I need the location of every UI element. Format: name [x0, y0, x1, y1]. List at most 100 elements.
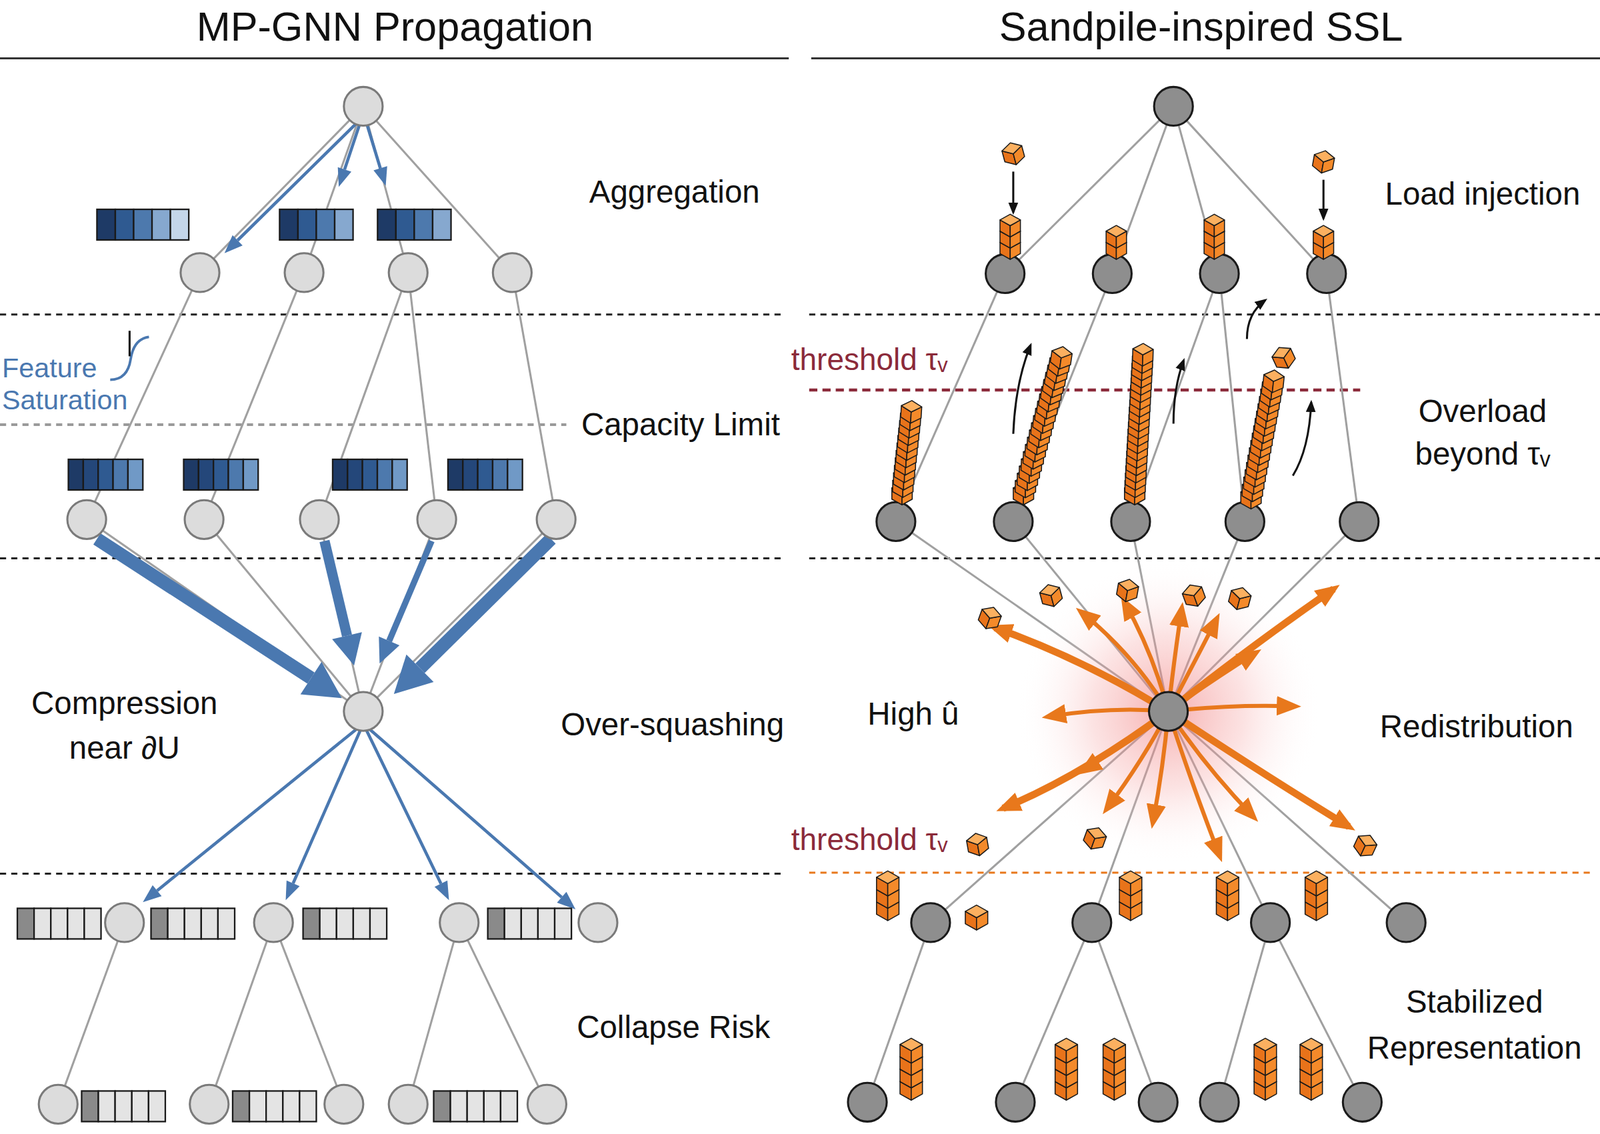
graph-vertex — [300, 500, 339, 539]
graph-vertex — [324, 1084, 364, 1124]
feature-cell — [500, 1090, 518, 1122]
load-cube — [1115, 577, 1140, 604]
feature-cell — [168, 908, 185, 939]
graph-vertex — [1111, 502, 1150, 541]
feature-cell — [298, 209, 317, 240]
graph-vertex — [911, 903, 950, 942]
annotation: Compression near ∂U — [17, 681, 232, 770]
graph-vertex — [1342, 1082, 1382, 1122]
graph-vertex — [848, 1082, 887, 1122]
graph-vertex — [996, 1082, 1035, 1122]
stage-label: Capacity Limit — [581, 405, 780, 444]
cube-face — [1216, 870, 1239, 884]
feature-cell — [353, 908, 370, 939]
graph-vertex — [492, 253, 532, 292]
graph-vertex — [1307, 254, 1346, 293]
graph-edge — [408, 272, 437, 520]
load-cube — [1119, 870, 1142, 896]
stage-label: Overload beyond τᵥ — [1390, 390, 1575, 476]
graph-vertex — [1138, 1082, 1178, 1122]
feature-cell — [96, 209, 116, 240]
graph-edge — [209, 922, 274, 1104]
capacity-line — [0, 423, 566, 426]
graph-vertex — [986, 254, 1025, 293]
flow-arrow-shaft — [420, 538, 551, 668]
load-cube — [1254, 1038, 1277, 1063]
graph-edge — [1092, 922, 1158, 1102]
flow-arrow-head — [556, 892, 576, 910]
flow-arrow-head — [142, 885, 162, 903]
flow-arrows — [96, 122, 1349, 910]
graph-edge — [363, 106, 512, 272]
load-cube — [1049, 345, 1073, 371]
load-cube — [1300, 1038, 1323, 1063]
graph-vertex — [1148, 692, 1188, 731]
motion-arrow — [1013, 345, 1031, 434]
stage-divider — [0, 872, 784, 875]
load-cube — [1216, 870, 1239, 896]
cube-face — [980, 604, 1004, 622]
energy-glow — [1015, 558, 1322, 864]
graph-vertex — [1340, 502, 1379, 541]
graph-vertex — [1386, 903, 1426, 942]
graph-vertex — [876, 502, 916, 541]
cube-face — [1038, 582, 1061, 598]
feature-cell — [478, 459, 493, 490]
graph-vertex — [1200, 254, 1239, 293]
feature-cell — [467, 1090, 484, 1122]
cube-face — [1085, 824, 1109, 842]
feature-cell — [232, 1090, 250, 1122]
redistribution-arrow — [1168, 711, 1220, 856]
flow-arrow-head — [373, 166, 387, 186]
motion-arrow — [1012, 171, 1014, 212]
cube-face — [965, 831, 988, 846]
feature-cell — [134, 209, 153, 240]
feature-cell — [184, 908, 202, 939]
cube-face — [1263, 368, 1285, 382]
flow-arrow-shaft — [324, 540, 348, 636]
motion-arrow — [1173, 360, 1184, 424]
cube-face — [901, 400, 923, 413]
feature-cell — [249, 1090, 266, 1122]
stage-label: Redistribution — [1380, 707, 1574, 746]
feature-cell — [414, 209, 433, 240]
flow-arrow-shaft — [367, 126, 381, 169]
graph-edge — [1326, 273, 1360, 522]
graph-edge — [408, 922, 460, 1104]
column-title: Sandpile-inspired SSL — [999, 3, 1404, 52]
flow-arrow-shaft — [344, 126, 360, 170]
graph-edge — [1219, 273, 1245, 522]
feature-cell — [320, 908, 337, 939]
load-cube — [1269, 343, 1298, 373]
feature-cell — [347, 459, 362, 490]
graph-edge — [58, 922, 124, 1104]
feature-cell — [98, 1090, 116, 1122]
cube-face — [1313, 225, 1334, 237]
feature-cell — [50, 908, 68, 939]
cube-face — [1119, 870, 1142, 884]
feature-cell — [303, 908, 320, 939]
feature-cell — [81, 1090, 98, 1122]
graph-edge — [204, 272, 304, 520]
graph-edge — [1005, 106, 1174, 274]
flow-arrow-shaft — [293, 723, 364, 884]
feature-cell — [68, 459, 84, 490]
threshold-line — [809, 871, 1596, 874]
feature-cell — [377, 459, 392, 490]
cube-face — [1313, 148, 1336, 164]
load-cube — [1106, 225, 1127, 248]
flow-arrow-head — [338, 167, 352, 188]
feature-cell — [279, 209, 298, 240]
stage-label: Aggregation — [589, 172, 760, 211]
graph-edge — [304, 106, 364, 272]
feature-cell — [538, 908, 555, 939]
flow-arrow-shaft — [96, 538, 311, 678]
graph-edge — [363, 519, 556, 712]
graph-vertex — [180, 253, 220, 292]
annotation: Feature Saturation — [2, 353, 145, 417]
feature-cell — [228, 459, 244, 490]
load-cube — [1351, 830, 1380, 860]
motion-arrow — [1322, 180, 1325, 219]
flow-arrow-shaft — [237, 122, 357, 241]
flow-arrow-head — [224, 235, 243, 254]
